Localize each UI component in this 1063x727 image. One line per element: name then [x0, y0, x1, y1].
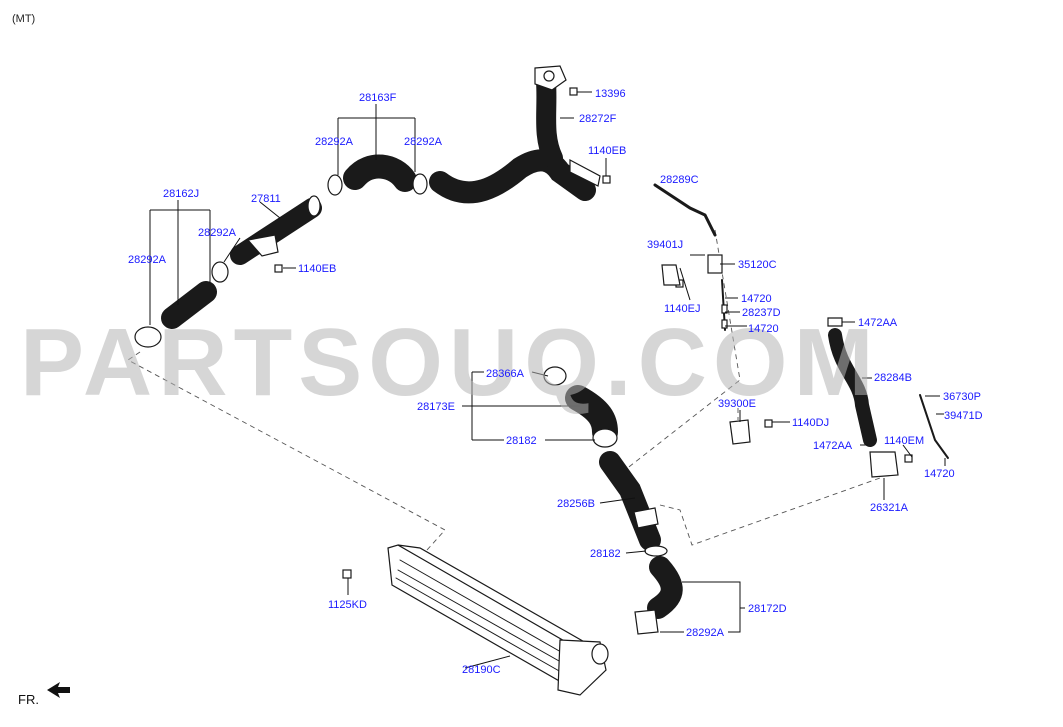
- part-label-1472AA-a[interactable]: 1472AA: [858, 317, 898, 329]
- part-label-1140EM[interactable]: 1140EM: [884, 435, 924, 447]
- part-label-39401J[interactable]: 39401J: [647, 239, 683, 251]
- clamp-28292a-bottom: [634, 609, 659, 635]
- part-label-28284B[interactable]: 28284B: [874, 372, 912, 384]
- pipe-27811: [230, 195, 322, 265]
- part-label-28256B[interactable]: 28256B: [557, 498, 595, 510]
- hose-28284b: [827, 317, 877, 447]
- part-label-28366A[interactable]: 28366A: [486, 368, 525, 380]
- part-label-28182-b[interactable]: 28182: [590, 548, 621, 560]
- part-label-35120C[interactable]: 35120C: [738, 259, 777, 271]
- clamp-28162j: [134, 326, 162, 348]
- part-label-1472AA-b[interactable]: 1472AA: [813, 440, 853, 452]
- hose-28162j: [161, 281, 217, 329]
- clamp-28182-top: [592, 428, 618, 448]
- part-label-28173E[interactable]: 28173E: [417, 401, 455, 413]
- clamp-27811: [211, 261, 229, 283]
- intake-pipe-28272f: [429, 65, 601, 204]
- part-label-14720-c[interactable]: 14720: [924, 468, 955, 480]
- clamp-top-left: [327, 174, 343, 196]
- part-label-1140EB-b[interactable]: 1140EB: [298, 263, 336, 275]
- part-label-28172D[interactable]: 28172D: [748, 603, 787, 615]
- clamp-top-right: [412, 173, 428, 195]
- part-labels: 28163F 28292A 28292A 13396 28272F 1140EB…: [128, 88, 983, 676]
- leader-lines: [149, 91, 946, 669]
- variant-label: (MT): [12, 13, 35, 25]
- part-label-1125KD[interactable]: 1125KD: [328, 599, 367, 611]
- part-label-39471D[interactable]: 39471D: [944, 410, 983, 422]
- front-direction-label: FR.: [18, 692, 39, 707]
- part-label-1140EB[interactable]: 1140EB: [588, 145, 626, 157]
- part-label-13396[interactable]: 13396: [595, 88, 626, 100]
- part-label-14720-a[interactable]: 14720: [741, 293, 772, 305]
- part-label-28162J[interactable]: 28162J: [163, 188, 199, 200]
- parts-art: [47, 65, 949, 698]
- clamp-28182-bottom: [644, 545, 668, 557]
- valve-35120c: [707, 254, 723, 274]
- part-label-39300E[interactable]: 39300E: [718, 398, 756, 410]
- part-label-36730P[interactable]: 36730P: [943, 391, 981, 403]
- part-label-28272F[interactable]: 28272F: [579, 113, 617, 125]
- watermark: PARTSOUQ.COM: [20, 309, 880, 416]
- part-label-27811[interactable]: 27811: [251, 193, 281, 205]
- pipe-28256b: [599, 451, 661, 551]
- part-label-28182-a[interactable]: 28182: [506, 435, 537, 447]
- hose-28172d: [647, 556, 683, 619]
- part-label-1140EJ[interactable]: 1140EJ: [664, 303, 701, 315]
- clamp-28366a: [543, 366, 567, 386]
- intercooler-28190c: [387, 544, 609, 696]
- sensor-26321a: [869, 451, 899, 478]
- part-label-28237D[interactable]: 28237D: [742, 307, 781, 319]
- part-label-28292A-a[interactable]: 28292A: [315, 136, 354, 148]
- part-label-14720-b[interactable]: 14720: [748, 323, 779, 335]
- part-label-28289C[interactable]: 28289C: [660, 174, 699, 186]
- sensor-39300e: [729, 419, 751, 445]
- part-label-28190C[interactable]: 28190C: [462, 664, 501, 676]
- part-label-28292A-b[interactable]: 28292A: [404, 136, 443, 148]
- bracket-39401j: [661, 264, 681, 286]
- clip-14720-b: [721, 319, 728, 329]
- part-label-28163F[interactable]: 28163F: [359, 92, 397, 104]
- part-label-1140DJ[interactable]: 1140DJ: [792, 417, 829, 429]
- hose-28163f: [343, 154, 417, 192]
- part-label-28292A-e[interactable]: 28292A: [686, 627, 725, 639]
- clip-14720-a: [721, 304, 728, 314]
- assembly-dash-lines: [127, 229, 881, 561]
- tube-28289c: [653, 183, 717, 237]
- tube-39471d: [919, 394, 949, 459]
- part-label-28292A-c[interactable]: 28292A: [198, 227, 237, 239]
- part-label-28292A-d[interactable]: 28292A: [128, 254, 167, 266]
- front-arrow-icon: [47, 682, 70, 698]
- part-label-26321A[interactable]: 26321A: [870, 502, 909, 514]
